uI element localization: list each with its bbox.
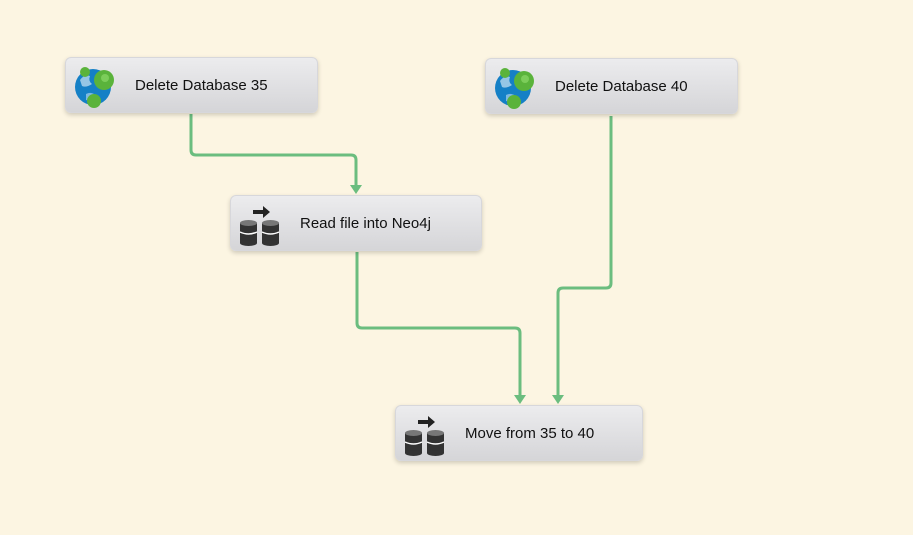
task-label: Delete Database 40 — [555, 78, 688, 95]
task-read-file-into-neo4j[interactable]: Read file into Neo4j — [230, 195, 482, 251]
task-move-from-35-to-40[interactable]: Move from 35 to 40 — [395, 405, 643, 461]
connector-read-file-to-move[interactable] — [355, 252, 526, 404]
database-transfer-icon — [237, 202, 283, 248]
task-label: Read file into Neo4j — [300, 215, 431, 232]
task-delete-database-35[interactable]: Delete Database 35 — [65, 57, 318, 113]
task-delete-database-40[interactable]: Delete Database 40 — [485, 58, 738, 114]
task-label: Move from 35 to 40 — [465, 425, 595, 442]
globe-icon — [492, 65, 538, 111]
connector-delete-35-to-read-file[interactable] — [189, 114, 362, 194]
connector-delete-40-to-move[interactable] — [552, 116, 613, 404]
task-label: Delete Database 35 — [135, 77, 268, 94]
globe-icon — [72, 64, 118, 110]
database-transfer-icon — [402, 412, 448, 458]
